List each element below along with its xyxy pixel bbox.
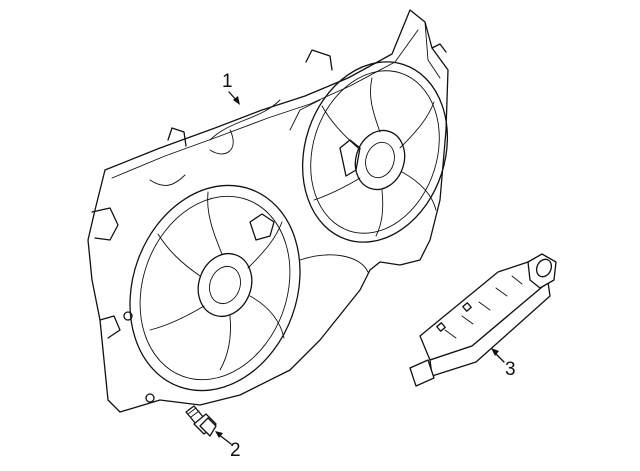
module-icon	[409, 253, 557, 387]
fan-shroud-assembly	[87, 9, 449, 413]
shroud-contour-2	[209, 129, 234, 155]
callout-1-arrowhead	[233, 96, 240, 105]
shroud-tab-right	[431, 43, 447, 53]
module-plug-left	[409, 359, 435, 387]
callout-2-label: 2	[230, 440, 241, 461]
shroud-contour-3	[149, 174, 186, 186]
fan-icon	[301, 61, 449, 243]
shroud-left-bracket	[91, 207, 119, 241]
fan-right-hub	[354, 129, 406, 191]
fan-left-blades	[149, 191, 285, 371]
module-connector	[527, 253, 557, 289]
fan-icon	[129, 184, 301, 392]
callout-1: 1	[222, 71, 240, 105]
shroud-left-lower-tab	[99, 315, 121, 339]
shroud-top-edge	[111, 29, 419, 179]
shroud-outline	[87, 9, 449, 413]
module-connector-port	[535, 258, 553, 278]
shroud-contour-4	[289, 99, 321, 131]
callout-3-arrowhead	[491, 348, 499, 356]
fan-left-motor-bracket	[249, 213, 275, 241]
callout-1-label: 1	[222, 71, 233, 92]
fan-right-blades	[313, 77, 437, 237]
fan-right-ring-outer	[301, 61, 449, 243]
fan-right-motor-bracket	[339, 139, 361, 177]
fan-left-hub	[197, 252, 253, 318]
callout-2: 2	[215, 431, 241, 461]
module-tab-2	[462, 302, 472, 312]
callout-3-label: 3	[505, 359, 516, 380]
fan-right-hub-inner	[365, 141, 395, 179]
shroud-tab-left	[167, 127, 187, 147]
callout-3: 3	[491, 348, 516, 380]
bolt-head	[199, 417, 217, 437]
module-tab-1	[436, 322, 446, 332]
callout-2-arrowhead	[215, 431, 223, 438]
fan-left-ring-outer	[129, 184, 301, 392]
module-ribs	[444, 275, 523, 339]
shroud-tab-center	[305, 49, 333, 71]
bolt-icon	[185, 405, 217, 437]
shroud-right-edge	[424, 21, 441, 79]
fan-left-ring-inner	[139, 195, 291, 381]
fan-right-ring-inner	[310, 70, 440, 234]
shroud-bolt-hole-bottom	[145, 393, 155, 403]
shroud-contour-1	[209, 99, 281, 141]
shroud-bolt-hole-left	[123, 311, 133, 321]
fan-left-hub-inner	[209, 265, 241, 305]
shroud-right-bulge	[299, 254, 369, 273]
